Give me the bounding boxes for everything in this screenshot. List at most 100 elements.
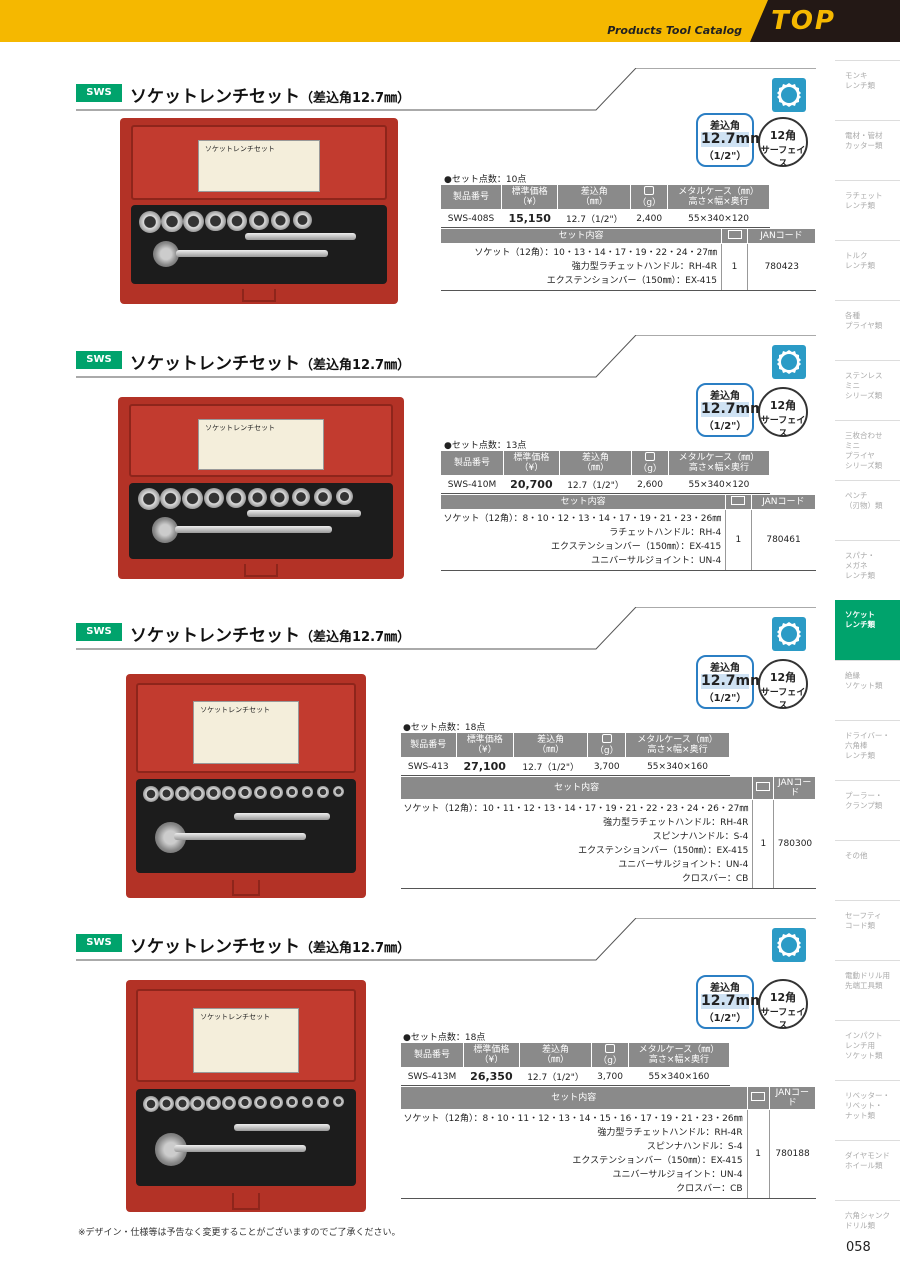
content-line: エクステンションバー（150㎜）：EX-415 (578, 846, 749, 856)
set-count: ●セット点数：13点 (444, 441, 527, 451)
socket (333, 786, 345, 798)
12-point-surface-badge: 12角 サーフェイス (758, 387, 808, 439)
sidenav-item[interactable]: 絶縁 ソケット類 (835, 660, 900, 720)
extension-bar (246, 509, 362, 517)
th-case: メタルケース（㎜） 高さ×幅×奥行 (625, 732, 730, 758)
th-weight: （g） (631, 450, 669, 476)
contents-table: セット内容 JANコード ソケット（12角）：8・10・12・13・14・17・… (439, 494, 817, 571)
sidenav-item[interactable]: ソケット レンチ類 (835, 600, 900, 660)
product-section: SWS ソケットレンチセット（差込角12.7㎜） (76, 68, 816, 368)
sidenav-item[interactable]: ペンチ （刃物）類 (835, 480, 900, 540)
socket (238, 1096, 252, 1110)
socket (222, 1096, 237, 1110)
header-rule (76, 68, 816, 111)
title-sub: （差込角12.7㎜） (300, 358, 411, 373)
sidenav-item[interactable]: スパナ・ メガネ レンチ類 (835, 540, 900, 600)
product-photo: ソケットレンチセット (126, 674, 366, 898)
sidenav-item[interactable]: トルク レンチ類 (835, 240, 900, 300)
case-label: ソケットレンチセット (198, 418, 324, 470)
model-number: SWS-413 (400, 757, 456, 776)
sidenav-item[interactable]: 電動ドリル用 先端工具類 (835, 960, 900, 1020)
socket (238, 786, 252, 800)
section-header: SWS ソケットレンチセット（差込角12.7㎜） (76, 335, 816, 379)
sidenav-item[interactable]: リベッター・ リベット・ ナット類 (835, 1080, 900, 1140)
12-point-surface-badge: 12角 サーフェイス (758, 979, 808, 1031)
content-line: ソケット（12角）：10・13・14・17・19・22・24・27㎜ (474, 248, 717, 258)
table-row: ソケット（12角）：10・11・12・13・14・17・19・21・22・23・… (400, 799, 816, 889)
badge-12-bot: サーフェイス (760, 416, 806, 439)
drive-size: 12.7（1/2"） (513, 757, 588, 776)
content-line: スピンナハンドル：S-4 (646, 1142, 743, 1152)
case-handle (243, 564, 279, 578)
sidenav-item[interactable]: ラチェット レンチ類 (835, 180, 900, 240)
quantity: 1 (752, 799, 774, 889)
jan-code: 780188 (768, 1109, 816, 1199)
th-contents: セット内容 (440, 228, 722, 244)
jan-code: 780300 (773, 799, 816, 889)
th-weight-unit: （g） (594, 746, 619, 756)
product-photo: ソケットレンチセット (118, 397, 404, 579)
socket (158, 1096, 175, 1112)
quantity: 1 (746, 1109, 770, 1199)
weight-scale-icon (644, 186, 655, 195)
socket (317, 786, 329, 798)
section-title: ソケットレンチセット（差込角12.7㎜） (130, 82, 410, 107)
sidenav-item[interactable]: ダイヤモンド ホイール類 (835, 1140, 900, 1200)
product-section: SWS ソケットレンチセット（差込角12.7㎜） (76, 335, 816, 635)
jan-code: 780461 (750, 509, 816, 571)
section-header: SWS ソケットレンチセット（差込角12.7㎜） (76, 918, 816, 962)
12-point-socket-icon (772, 345, 806, 379)
sidenav-item[interactable]: ステンレス ミニ シリーズ類 (835, 360, 900, 420)
socket (285, 1096, 298, 1109)
series-tag: SWS (76, 623, 122, 641)
socket (253, 1096, 268, 1110)
sidenav-item[interactable]: 三枚合わせ ミニ プライヤ シリーズ類 (835, 420, 900, 480)
socket (190, 1096, 206, 1111)
th-price: 標準価格 （¥） (502, 450, 560, 476)
sidenav-item[interactable]: その他 (835, 840, 900, 900)
socket (249, 211, 269, 231)
th-case: メタルケース（㎜） 高さ×幅×奥行 (627, 1042, 731, 1068)
content-line: ユニバーサルジョイント：UN-4 (618, 860, 749, 870)
sidenav-item[interactable]: ドライバー・ 六角棒 レンチ類 (835, 720, 900, 780)
th-drive: 差込角 （㎜） (518, 1042, 593, 1068)
drive-badge-top: 差込角 (710, 983, 740, 994)
product-section: SWS ソケットレンチセット（差込角12.7㎜） (76, 918, 816, 1218)
case-handle (231, 880, 261, 896)
content-line: 強力型ラチェットハンドル：RH-4R (603, 818, 749, 828)
title-main: ソケットレンチセット (130, 87, 300, 107)
sidenav-item[interactable]: インパクト レンチ用 ソケット類 (835, 1020, 900, 1080)
content-line: エクステンションバー（150㎜）：EX-415 (572, 1156, 743, 1166)
sidenav-item[interactable]: 六角シャンク ドリル類 (835, 1200, 900, 1260)
socket (301, 786, 314, 798)
sidenav-item[interactable]: プーラー・ クランプ類 (835, 780, 900, 840)
category-sidenav: モンキ レンチ類電材・管材 カッター類ラチェット レンチ類トルク レンチ類各種 … (835, 60, 900, 1260)
ratchet-handle (175, 250, 329, 258)
weight-scale-icon (605, 1044, 616, 1053)
set-contents: ソケット（12角）：8・10・11・12・13・14・15・16・17・19・2… (400, 1109, 748, 1199)
socket (205, 211, 226, 232)
drive-size-badge: 差込角 12.7mm （1/2"） (696, 383, 765, 437)
socket (206, 1096, 221, 1111)
sidenav-item[interactable]: セーフティ コード類 (835, 900, 900, 960)
ratchet-handle (175, 526, 333, 534)
spec-badges: 差込角 12.7mm （1/2"） 12角 サーフェイス (696, 113, 812, 171)
th-drive: 差込角 （㎜） (512, 732, 589, 758)
extension-bar (234, 1123, 330, 1131)
drive-badge-bot: （1/2"） (703, 421, 747, 432)
sidenav-item[interactable]: モンキ レンチ類 (835, 60, 900, 120)
socket (248, 488, 268, 508)
socket (174, 786, 190, 802)
sidenav-item[interactable]: 電材・管材 カッター類 (835, 120, 900, 180)
socket (292, 488, 311, 507)
content-line: クロスバー：CB (676, 1184, 743, 1194)
socket (271, 211, 291, 230)
case-handle (231, 1193, 261, 1210)
th-qty (725, 494, 752, 510)
socket (314, 488, 332, 506)
drive-badge-mid: 12.7mm (701, 993, 765, 1009)
th-price: 標準価格 （¥） (455, 732, 514, 758)
sidenav-item[interactable]: 各種 プライヤ類 (835, 300, 900, 360)
12-point-socket-icon (772, 617, 806, 651)
